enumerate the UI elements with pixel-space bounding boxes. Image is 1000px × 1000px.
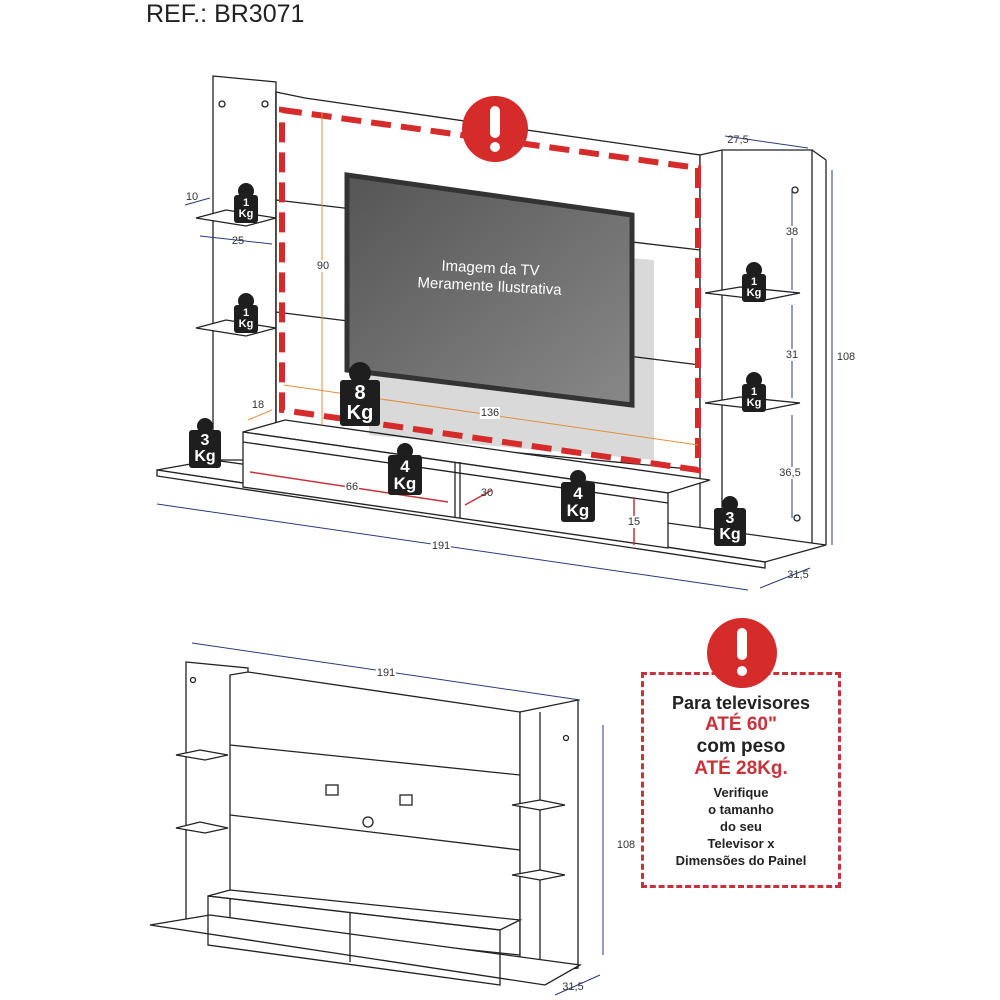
tv-size-notice: Para televisores ATÉ 60" com peso ATÉ 28…: [641, 672, 841, 888]
dimension-label: 15: [626, 516, 642, 528]
weight-value: 1: [750, 386, 758, 398]
tv-area-marker: [279, 106, 701, 474]
warning-exclamation-icon: [462, 96, 528, 162]
dimension-label: 38: [784, 226, 800, 238]
warning-exclamation-icon: [707, 618, 777, 688]
notice-advice: Verifique o tamanho do seu Televisor x D…: [644, 784, 838, 869]
weight-unit: Kg: [746, 397, 762, 409]
weight-unit: Kg: [719, 526, 741, 543]
weight-value: 3: [725, 510, 735, 527]
weight-value: 8: [354, 382, 366, 404]
weight-unit: Kg: [194, 448, 216, 465]
dimension-label: 31: [784, 349, 800, 361]
weight-unit: Kg: [346, 402, 374, 424]
dimension-label: 191: [375, 667, 397, 679]
dimension-label: 18: [251, 399, 265, 411]
weight-value: 1: [750, 276, 758, 288]
tv-illustration: [344, 172, 635, 408]
dimension-label: 31,5: [787, 569, 809, 581]
notice-line: com peso: [696, 736, 786, 757]
dimension-label: 66: [344, 481, 360, 493]
dimension-label: 27,5: [727, 134, 749, 146]
dimension-label: 108: [615, 839, 637, 851]
weight-value: 3: [200, 432, 210, 449]
dimension-label: 136: [479, 407, 501, 419]
dimension-label: 10: [185, 191, 199, 203]
notice-advice-line: Verifique: [713, 785, 769, 800]
weight-unit: Kg: [566, 501, 590, 520]
dimension-label: 191: [430, 540, 452, 552]
notice-max-size: ATÉ 60": [704, 714, 777, 735]
weight-value: 1: [242, 307, 250, 319]
notice-advice-line: o tamanho: [708, 802, 774, 817]
notice-advice-line: Dimensões do Painel: [675, 853, 807, 868]
reference-title: REF.: BR3071: [146, 0, 305, 28]
notice-advice-line: Televisor x: [707, 836, 775, 851]
weight-unit: Kg: [238, 208, 254, 220]
weight-value: 4: [573, 484, 583, 503]
dimension-label: 31,5: [562, 981, 584, 993]
front-view-outline: [149, 661, 582, 986]
notice-line: Para televisores: [671, 693, 811, 713]
weight-value: 4: [400, 457, 410, 476]
weight-value: 1: [242, 197, 250, 209]
notice-advice-line: do seu: [720, 819, 762, 834]
dimension-label: 90: [315, 260, 331, 272]
weight-unit: Kg: [393, 474, 417, 493]
weight-unit: Kg: [238, 318, 254, 330]
dimension-label: 108: [835, 351, 857, 363]
dimension-label: 25: [231, 235, 245, 247]
weight-unit: Kg: [746, 287, 762, 299]
notice-max-weight: ATÉ 28Kg.: [694, 758, 788, 779]
dimension-label: 30: [480, 487, 494, 499]
dimension-label: 36,5: [778, 467, 802, 479]
